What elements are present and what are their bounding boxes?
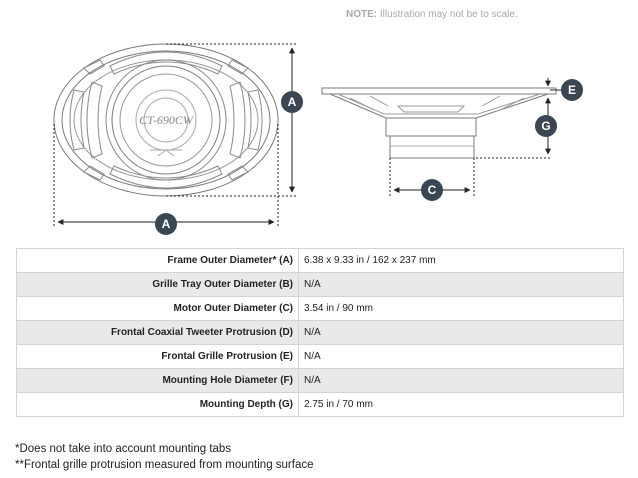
spec-label: Motor Outer Diameter (C) <box>16 296 299 321</box>
callout-g-label: G <box>541 119 550 133</box>
spec-value: N/A <box>298 368 624 393</box>
side-view <box>321 87 557 159</box>
callout-a-width-label: A <box>162 217 171 231</box>
table-row: Mounting Hole Diameter (F) N/A <box>16 368 624 393</box>
table-row: Grille Tray Outer Diameter (B) N/A <box>16 272 624 297</box>
spec-value: N/A <box>298 272 624 297</box>
front-view <box>53 43 279 197</box>
model-text: CT-690CW <box>139 113 194 127</box>
footnote: *Does not take into account mounting tab… <box>15 443 232 455</box>
callout-e-label: E <box>568 83 576 97</box>
spec-label: Grille Tray Outer Diameter (B) <box>16 272 299 297</box>
spec-value: 3.54 in / 90 mm <box>298 296 624 321</box>
callout-a-height: A <box>281 91 303 113</box>
table-row: Mounting Depth (G) 2.75 in / 70 mm <box>16 392 624 417</box>
spec-label: Frontal Grille Protrusion (E) <box>16 344 299 369</box>
spec-value: 2.75 in / 70 mm <box>298 392 624 417</box>
callout-e: E <box>550 79 583 101</box>
spec-value: 6.38 x 9.33 in / 162 x 237 mm <box>298 248 624 273</box>
callout-g: G <box>535 115 557 137</box>
table-row: Frontal Grille Protrusion (E) N/A <box>16 344 624 369</box>
table-row: Motor Outer Diameter (C) 3.54 in / 90 mm <box>16 296 624 321</box>
specs-table: Frame Outer Diameter* (A) 6.38 x 9.33 in… <box>16 248 624 417</box>
spec-label: Frame Outer Diameter* (A) <box>16 248 299 273</box>
spec-label: Mounting Depth (G) <box>16 392 299 417</box>
spec-value: N/A <box>298 320 624 345</box>
callout-c-label: C <box>428 183 437 197</box>
callout-a-height-label: A <box>288 95 297 109</box>
callout-c: C <box>421 179 443 201</box>
spec-label: Mounting Hole Diameter (F) <box>16 368 299 393</box>
speaker-diagram: CT-690CW A A C <box>53 43 583 235</box>
table-row: Frontal Coaxial Tweeter Protrusion (D) N… <box>16 320 624 345</box>
note-label: NOTE: <box>346 9 378 20</box>
footnote: **Frontal grille protrusion measured fro… <box>15 459 314 471</box>
footnotes: *Does not take into account mounting tab… <box>15 441 314 473</box>
table-row: Frame Outer Diameter* (A) 6.38 x 9.33 in… <box>16 248 624 273</box>
spec-value: N/A <box>298 344 624 369</box>
front-dimension-lines <box>53 43 296 226</box>
side-dimension-lines <box>389 78 552 196</box>
spec-label: Frontal Coaxial Tweeter Protrusion (D) <box>16 320 299 345</box>
scale-note: NOTE: Illustration may not be to scale. <box>346 9 518 20</box>
callout-a-width: A <box>155 213 177 235</box>
note-text: Illustration may not be to scale. <box>379 9 518 20</box>
